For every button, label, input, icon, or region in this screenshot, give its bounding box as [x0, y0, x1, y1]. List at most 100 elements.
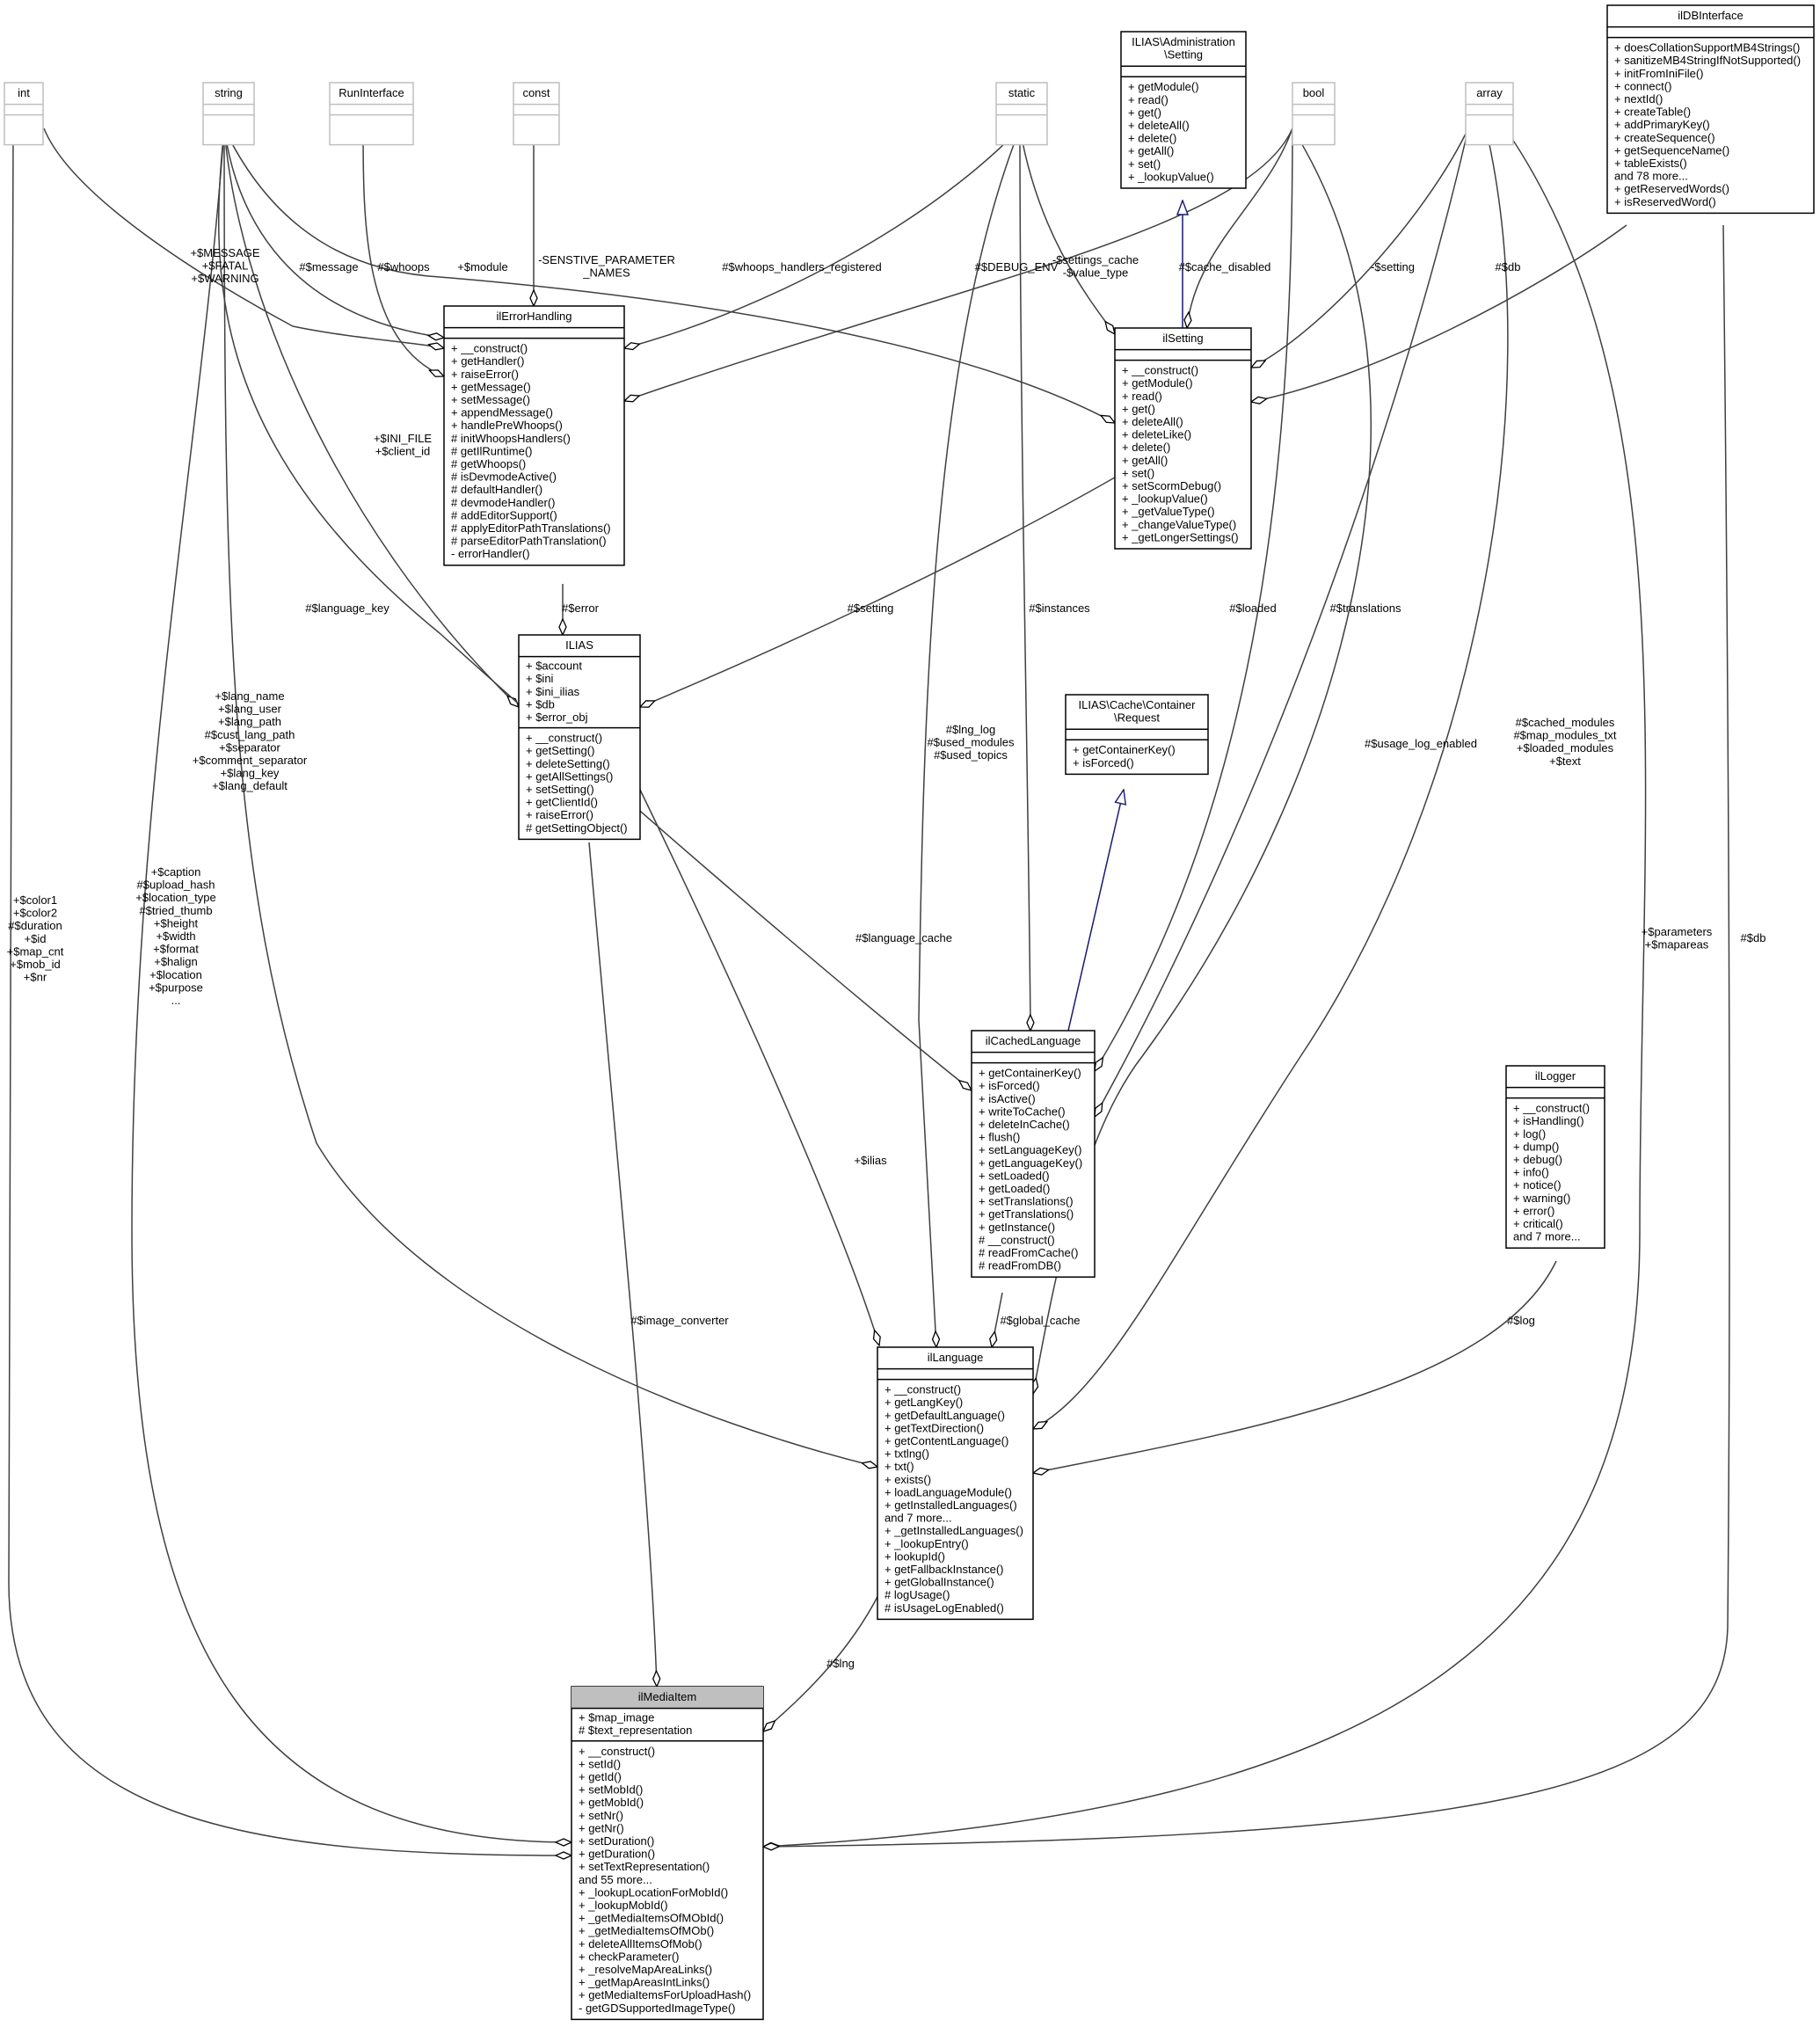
edge-label-line: #$log [1507, 1314, 1535, 1327]
edge-label-line: #$message [299, 260, 358, 273]
edge-label-line: +$map_cnt [7, 944, 64, 958]
edge-bool-to-ilsetting [1187, 128, 1293, 328]
edge-label-line: +$caption [151, 865, 201, 878]
class-cache_request: ILIAS\Cache\Container\Request+ getContai… [1065, 694, 1209, 776]
class-operation: + _lookupLocationForMobId() [579, 1885, 728, 1899]
edge-label-string-ilias: +$INI_FILE+$client_id [374, 432, 432, 458]
class-operation: + nextId() [1614, 92, 1663, 106]
class-title: ilDBInterface [1678, 9, 1743, 22]
class-operation: + set() [1128, 157, 1161, 171]
edge-label-line: +$MESSAGE [190, 246, 259, 259]
class-runinterface: RunInterface [329, 82, 414, 146]
class-operation: + getClientId() [526, 796, 598, 809]
class-box [1114, 327, 1252, 550]
class-operation: + setTextRepresentation() [579, 1860, 710, 1873]
edge-label-static-cache: #$instances [1029, 601, 1090, 615]
class-title: const [522, 86, 550, 99]
edge-illanguage-to-ilmediaitem [763, 1593, 880, 1731]
class-operation: + txt() [885, 1460, 914, 1473]
class-title: ilLanguage [928, 1351, 984, 1364]
edge-dbinterface-to-ilmediaitem [763, 224, 1730, 1847]
edge-array-to-ilmediaitem [763, 128, 1647, 1847]
class-title: RunInterface [339, 86, 404, 99]
class-title: \Request [1114, 711, 1160, 725]
class-operation: + _lookupValue() [1128, 170, 1214, 183]
edge-label-setting-ilias: #$setting [848, 601, 894, 615]
edge-label-err-ilias: #$error [562, 601, 600, 615]
edge-illogger-to-illanguage [1033, 1260, 1557, 1473]
class-box [1120, 31, 1247, 189]
edge-label-line: #$DEBUG_ENV [975, 260, 1059, 273]
class-operation: + getInstance() [979, 1221, 1055, 1234]
class-operation: # logUsage() [885, 1588, 950, 1601]
edge-label-string-cache: #$language_key [305, 601, 389, 615]
class-operation: + deleteAllItemsOfMob() [579, 1937, 703, 1950]
class-operation: + error() [1513, 1204, 1554, 1217]
edge-label-line: #$global_cache [1000, 1314, 1080, 1327]
edge-label-line: +$lang_key [221, 767, 280, 780]
edge-array-to-illanguage [1033, 128, 1509, 1429]
edge-label-array-setting: -$setting [1371, 260, 1415, 273]
edge-ilias-to-ilmediaitem [588, 842, 657, 1687]
class-operation: + getId() [579, 1770, 622, 1783]
class-operation: + _lookupValue() [1122, 492, 1208, 506]
class-operation: + get() [1128, 106, 1161, 119]
edge-label-line: #$used_topics [934, 748, 1008, 762]
class-operation: + txtlng() [885, 1447, 929, 1461]
class-operation: + createSequence() [1614, 131, 1715, 144]
class-operation: + isForced() [1073, 756, 1134, 769]
class-title: ILIAS\Cache\Container [1079, 698, 1197, 711]
class-static: static [995, 82, 1048, 146]
edge-label-logger-lang: #$log [1507, 1314, 1535, 1327]
class-operation: + getTranslations() [979, 1207, 1074, 1221]
edge-label-string-err: #$message [299, 260, 358, 273]
class-operation: + setId() [579, 1757, 621, 1770]
class-operation: + setTranslations() [979, 1195, 1074, 1208]
edge-label-line: +$height [154, 916, 199, 930]
class-attribute: + $account [526, 660, 582, 673]
edge-label-bool-err: #$DEBUG_ENV [975, 260, 1059, 273]
edge-label-run-err: #$whoops [377, 260, 430, 273]
class-operation: + __construct() [1122, 364, 1198, 377]
class-box [571, 1686, 764, 2021]
edge-label-array-lang: #$cached_modules#$map_modules_txt+$loade… [1513, 716, 1616, 768]
class-operation: + __construct() [579, 1745, 655, 1758]
class-operation: + setNr() [579, 1809, 623, 1822]
class-operation: + getSequenceName() [1614, 143, 1729, 157]
class-attribute: # $text_representation [579, 1724, 692, 1737]
edge-label-line: ... [171, 994, 181, 1007]
class-box [995, 82, 1048, 146]
class-operation: + _getInstalledLanguages() [885, 1524, 1023, 1537]
edge-static-to-illanguage [918, 128, 1021, 1347]
class-operation: + getMediaItemsForUploadHash() [579, 1988, 751, 2001]
class-operation: + exists() [885, 1473, 931, 1486]
edge-label-line: #$cust_lang_path [205, 728, 295, 741]
class-operation: + deleteInCache() [979, 1118, 1070, 1131]
class-operation: + isActive() [979, 1092, 1036, 1105]
edge-label-ilias-media: #$image_converter [630, 1314, 729, 1327]
edge-bool-to-ilcachedlanguage [1095, 128, 1293, 1071]
class-operation: + get() [1122, 402, 1155, 415]
class-title: ILIAS [565, 638, 593, 652]
class-operation: + addPrimaryKey() [1614, 118, 1710, 131]
class-title: bool [1303, 86, 1325, 99]
class-title: ILIAS\Administration [1132, 35, 1235, 48]
class-operation: + _getValueType() [1122, 505, 1215, 518]
class-attribute: + $error_obj [526, 711, 588, 724]
class-operation: + setScormDebug() [1122, 479, 1221, 492]
edge-string-to-illanguage [223, 128, 877, 1467]
class-operation: + log() [1513, 1127, 1546, 1141]
edge-label-line: #$db [1741, 931, 1766, 944]
class-box [513, 82, 560, 146]
class-operation: + writeToCache() [979, 1104, 1066, 1118]
edge-label-line: #$usage_log_enabled [1365, 737, 1477, 750]
class-operation: + _getMediaItemsOfMObId() [579, 1912, 724, 1925]
class-operation: + getInstalledLanguages() [885, 1498, 1017, 1512]
class-operation: + setMobId() [579, 1783, 643, 1797]
edge-label-line: +$color1 [13, 893, 57, 907]
edge-label-line: +$parameters [1642, 925, 1713, 938]
class-operation: + raiseError() [451, 368, 519, 381]
class-operation: + __construct() [1513, 1102, 1590, 1115]
relations [8, 128, 1730, 1855]
edge-label-line: #$used_modules [927, 736, 1015, 749]
